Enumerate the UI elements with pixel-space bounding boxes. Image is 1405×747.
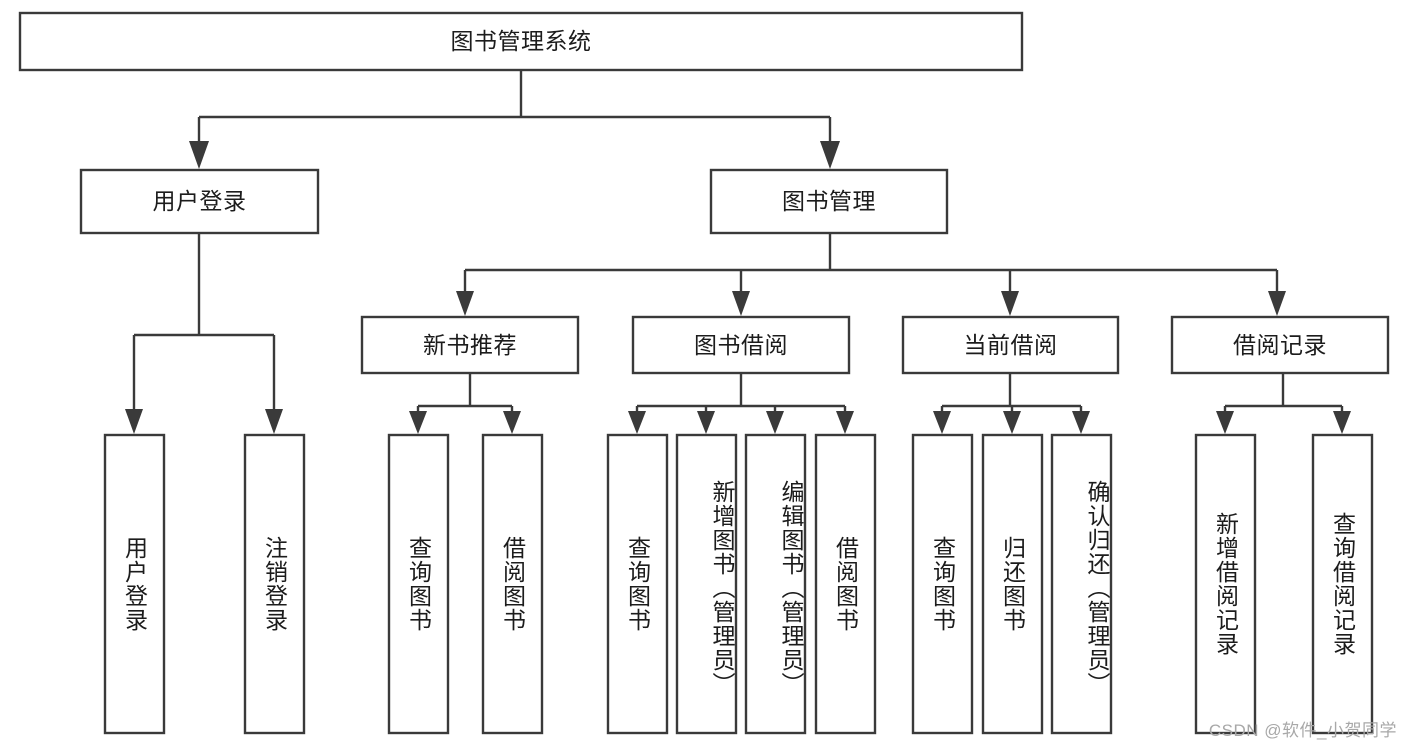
- node-book-management[interactable]: [709, 168, 949, 235]
- arrow-head-bb-leaf-2: [697, 411, 715, 434]
- arrow-head-current-borrow: [1001, 291, 1019, 316]
- arrow-head-leaf-logout: [265, 409, 283, 434]
- arrow-head-book-mgmt: [820, 141, 840, 169]
- connector-group-book-management: [456, 233, 1286, 316]
- arrow-head-cb-leaf-1: [933, 411, 951, 434]
- connector-group-user-login: [125, 233, 283, 434]
- node-current-borrow[interactable]: [901, 315, 1120, 375]
- arrow-head-new-book-recommend: [456, 291, 474, 316]
- arrow-head-cb-leaf-3: [1072, 411, 1090, 434]
- node-leaf-cb-return-book[interactable]: [981, 433, 1044, 735]
- node-borrow-record[interactable]: [1170, 315, 1390, 375]
- arrow-head-nbr-leaf-2: [503, 411, 521, 434]
- node-leaf-nbr-borrow-book[interactable]: [481, 433, 544, 735]
- arrow-head-br-leaf-1: [1216, 411, 1234, 434]
- connector-group-root: [189, 70, 840, 169]
- node-leaf-br-add-record[interactable]: [1194, 433, 1257, 735]
- arrow-head-br-leaf-2: [1333, 411, 1351, 434]
- arrow-head-leaf-user-login: [125, 409, 143, 434]
- node-leaf-bb-query-book[interactable]: [606, 433, 669, 735]
- node-leaf-bb-borrow-book[interactable]: [814, 433, 877, 735]
- arrow-head-nbr-leaf-1: [409, 411, 427, 434]
- arrow-head-bb-leaf-3: [766, 411, 784, 434]
- connector-group-current-borrow: [933, 373, 1090, 434]
- arrow-head-cb-leaf-2: [1003, 411, 1021, 434]
- connector-group-book-borrow: [628, 373, 854, 434]
- node-leaf-cb-query-book[interactable]: [911, 433, 974, 735]
- arrow-head-bb-leaf-4: [836, 411, 854, 434]
- arrow-head-user-login: [189, 141, 209, 169]
- connector-group-borrow-record: [1216, 373, 1351, 434]
- node-leaf-bb-edit-book-admin[interactable]: [744, 433, 807, 735]
- node-leaf-logout[interactable]: [243, 433, 306, 735]
- node-leaf-nbr-query-book[interactable]: [387, 433, 450, 735]
- node-user-login[interactable]: [79, 168, 320, 235]
- node-new-book-recommend[interactable]: [360, 315, 580, 375]
- arrow-head-borrow-record: [1268, 291, 1286, 316]
- arrow-head-book-borrow: [732, 291, 750, 316]
- node-leaf-br-query-record[interactable]: [1311, 433, 1374, 735]
- node-leaf-bb-add-book-admin[interactable]: [675, 433, 738, 735]
- node-book-borrow[interactable]: [631, 315, 851, 375]
- connector-group-new-book-recommend: [409, 373, 521, 434]
- node-leaf-user-login[interactable]: [103, 433, 166, 735]
- node-root-book-management-system[interactable]: [18, 11, 1024, 72]
- node-leaf-cb-confirm-return-admin[interactable]: [1050, 433, 1113, 735]
- arrow-head-bb-leaf-1: [628, 411, 646, 434]
